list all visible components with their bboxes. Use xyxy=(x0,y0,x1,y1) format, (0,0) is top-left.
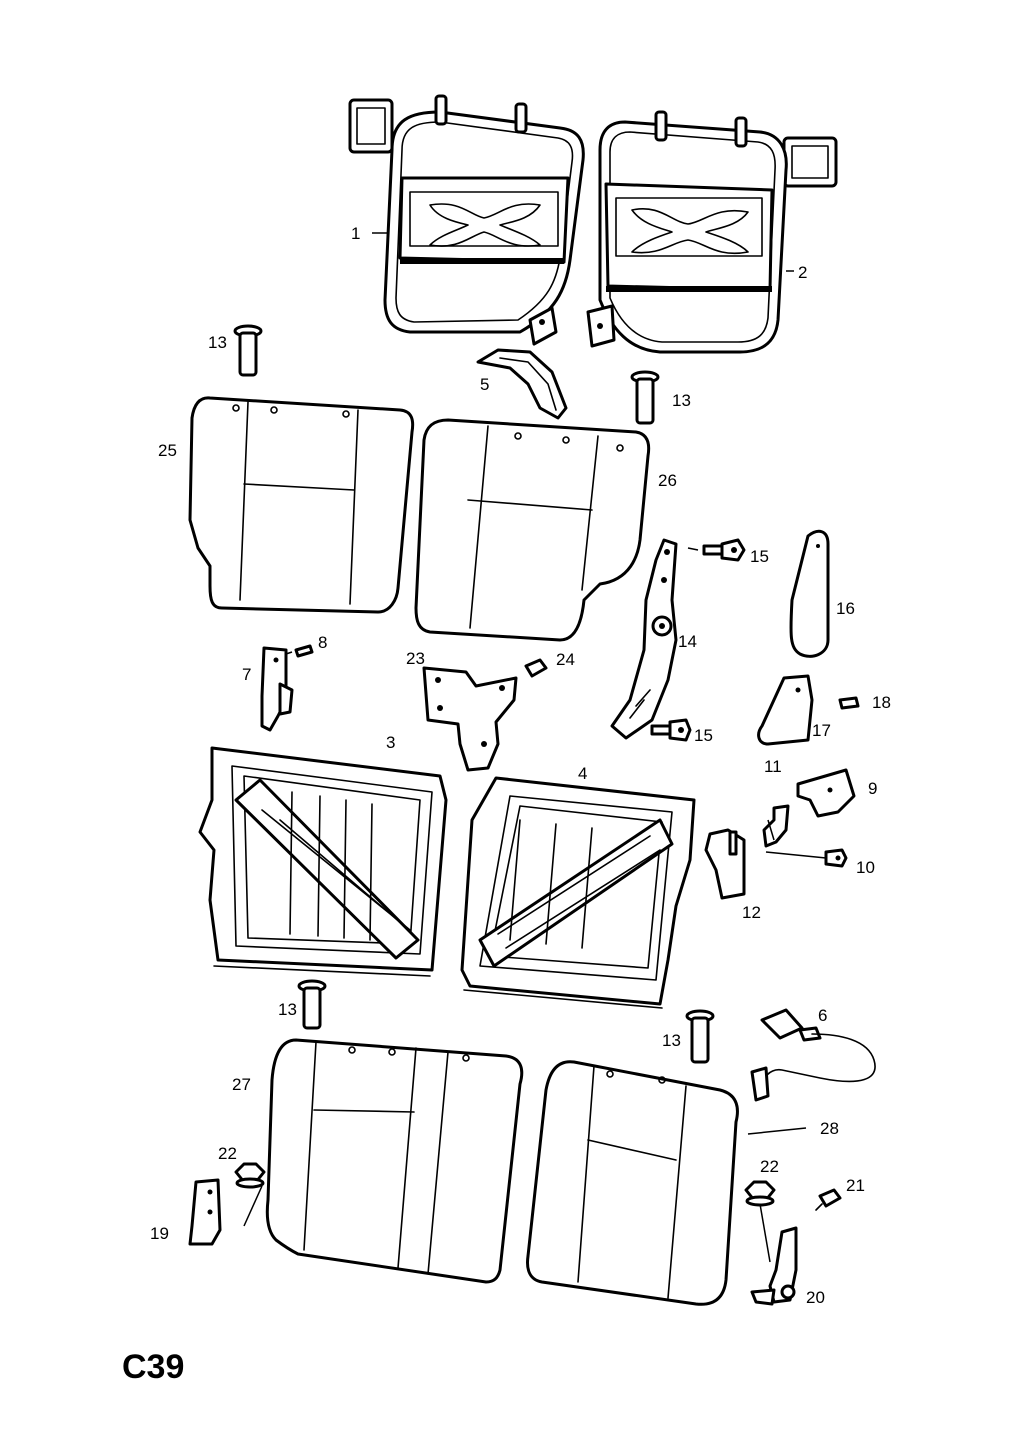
part-12-bracket xyxy=(704,828,746,900)
callout-15-lower: 15 xyxy=(694,726,713,745)
callout-22-right: 22 xyxy=(760,1157,779,1176)
callout-10: 10 xyxy=(856,858,875,877)
callout-8: 8 xyxy=(318,633,327,652)
callout-15-upper: 15 xyxy=(750,547,769,566)
part-25-left-backrest-cushion xyxy=(188,396,415,614)
callout-11: 11 xyxy=(764,757,782,776)
part-2-right-backrest-frame xyxy=(586,110,838,354)
leader-lines xyxy=(243,232,827,1263)
callout-13-upper-left: 13 xyxy=(208,333,227,352)
part-15-bolt-upper xyxy=(702,538,746,562)
callout-24: 24 xyxy=(556,650,575,669)
part-28-right-seat-cushion xyxy=(526,1060,739,1306)
callout-23: 23 xyxy=(406,649,425,668)
part-7-latch xyxy=(260,646,294,732)
part-19-bracket xyxy=(188,1178,222,1246)
callout-21: 21 xyxy=(846,1176,865,1195)
part-20-bracket xyxy=(750,1226,798,1306)
part-17-trim-cap xyxy=(757,674,814,746)
callout-13-upper-right: 13 xyxy=(672,391,691,410)
callout-16: 16 xyxy=(836,599,855,618)
callout-18: 18 xyxy=(872,693,891,712)
sheet-code: C39 xyxy=(122,1348,184,1386)
part-8-screw xyxy=(294,644,314,658)
callout-13-lower-left: 13 xyxy=(278,1000,297,1019)
callout-25: 25 xyxy=(158,441,177,460)
callout-2: 2 xyxy=(798,263,807,282)
callout-4: 4 xyxy=(578,764,587,783)
part-24-screw xyxy=(524,658,548,678)
part-9-striker-bracket xyxy=(796,768,856,818)
part-13-pin-lower-left xyxy=(297,979,327,1030)
callout-5: 5 xyxy=(480,375,489,394)
callout-26: 26 xyxy=(658,471,677,490)
callout-1: 1 xyxy=(351,224,360,243)
part-14-hinge-bracket xyxy=(610,538,678,740)
part-23-mounting-plate xyxy=(422,666,518,772)
callout-28: 28 xyxy=(820,1119,839,1138)
part-13-pin-lower-right xyxy=(685,1009,715,1064)
callout-19: 19 xyxy=(150,1224,169,1243)
part-22-nut-left xyxy=(234,1162,266,1189)
part-21-bolt xyxy=(815,1188,842,1211)
callout-14: 14 xyxy=(678,632,697,651)
callout-labels: 1 2 13 5 13 25 26 15 16 14 7 8 23 24 18 … xyxy=(150,224,891,1307)
callout-13-lower-right: 13 xyxy=(662,1031,681,1050)
callout-7: 7 xyxy=(242,665,251,684)
callout-20: 20 xyxy=(806,1288,825,1307)
part-26-right-backrest-cushion xyxy=(414,418,651,642)
part-15-bolt-lower xyxy=(650,718,692,742)
part-22-nut-right xyxy=(744,1180,776,1207)
part-27-left-seat-cushion xyxy=(265,1038,524,1284)
callout-22-left: 22 xyxy=(218,1144,237,1163)
part-13-pin-upper-right xyxy=(630,370,660,425)
part-13-pin-upper-left xyxy=(233,324,263,377)
callout-17: 17 xyxy=(812,721,831,740)
callout-3: 3 xyxy=(386,733,395,752)
callout-6: 6 xyxy=(818,1006,827,1025)
callout-27: 27 xyxy=(232,1075,251,1094)
callout-12: 12 xyxy=(742,903,761,922)
part-16-trim-cover xyxy=(789,529,830,658)
part-5-bracket xyxy=(476,348,568,420)
part-10-bolt xyxy=(824,848,848,868)
part-18-screw xyxy=(838,696,860,710)
part-4-right-seat-frame xyxy=(460,776,696,1009)
part-1-left-backrest-frame xyxy=(348,94,585,346)
part-6-cable xyxy=(750,1008,876,1102)
part-11-catch xyxy=(762,804,790,848)
part-3-left-seat-frame xyxy=(198,746,448,977)
callout-9: 9 xyxy=(868,779,877,798)
